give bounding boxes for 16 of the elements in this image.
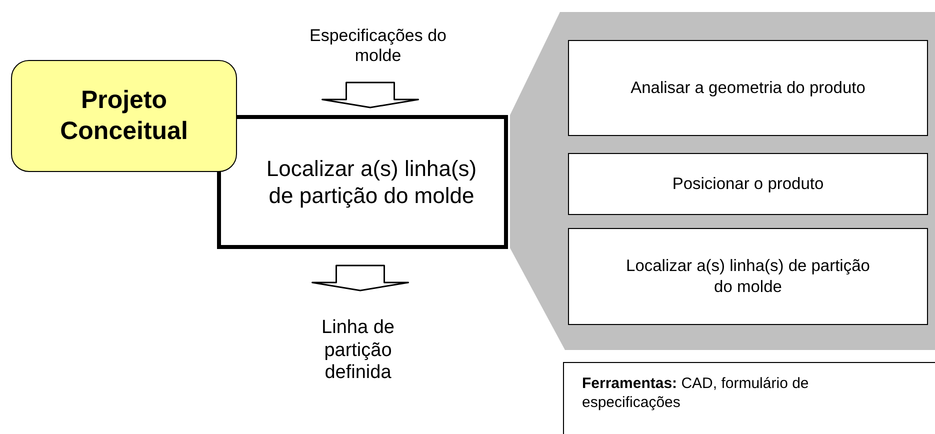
step-label: Posicionar o produto	[672, 174, 824, 194]
step-box	[568, 40, 928, 136]
tools-text: Ferramentas: CAD, formulário de especificações	[582, 375, 810, 412]
flow-label: Linha de partição definida	[300, 306, 416, 396]
step-box	[568, 153, 928, 215]
step-label: Localizar a(s) linha(s) de partição do molde	[625, 256, 871, 298]
tools-note	[563, 362, 935, 434]
process-label: Localizar a(s) linha(s) de partição do molde	[265, 154, 478, 210]
step-box	[568, 228, 928, 325]
stage-box	[11, 60, 237, 172]
block-arrow	[312, 264, 409, 292]
process-box	[217, 115, 508, 249]
step-label: Analisar a geometria do produto	[630, 78, 866, 98]
stage-title: Projeto Conceitual	[59, 84, 189, 147]
flow-label: Especificações do molde	[288, 18, 468, 74]
block-arrow	[322, 82, 419, 108]
